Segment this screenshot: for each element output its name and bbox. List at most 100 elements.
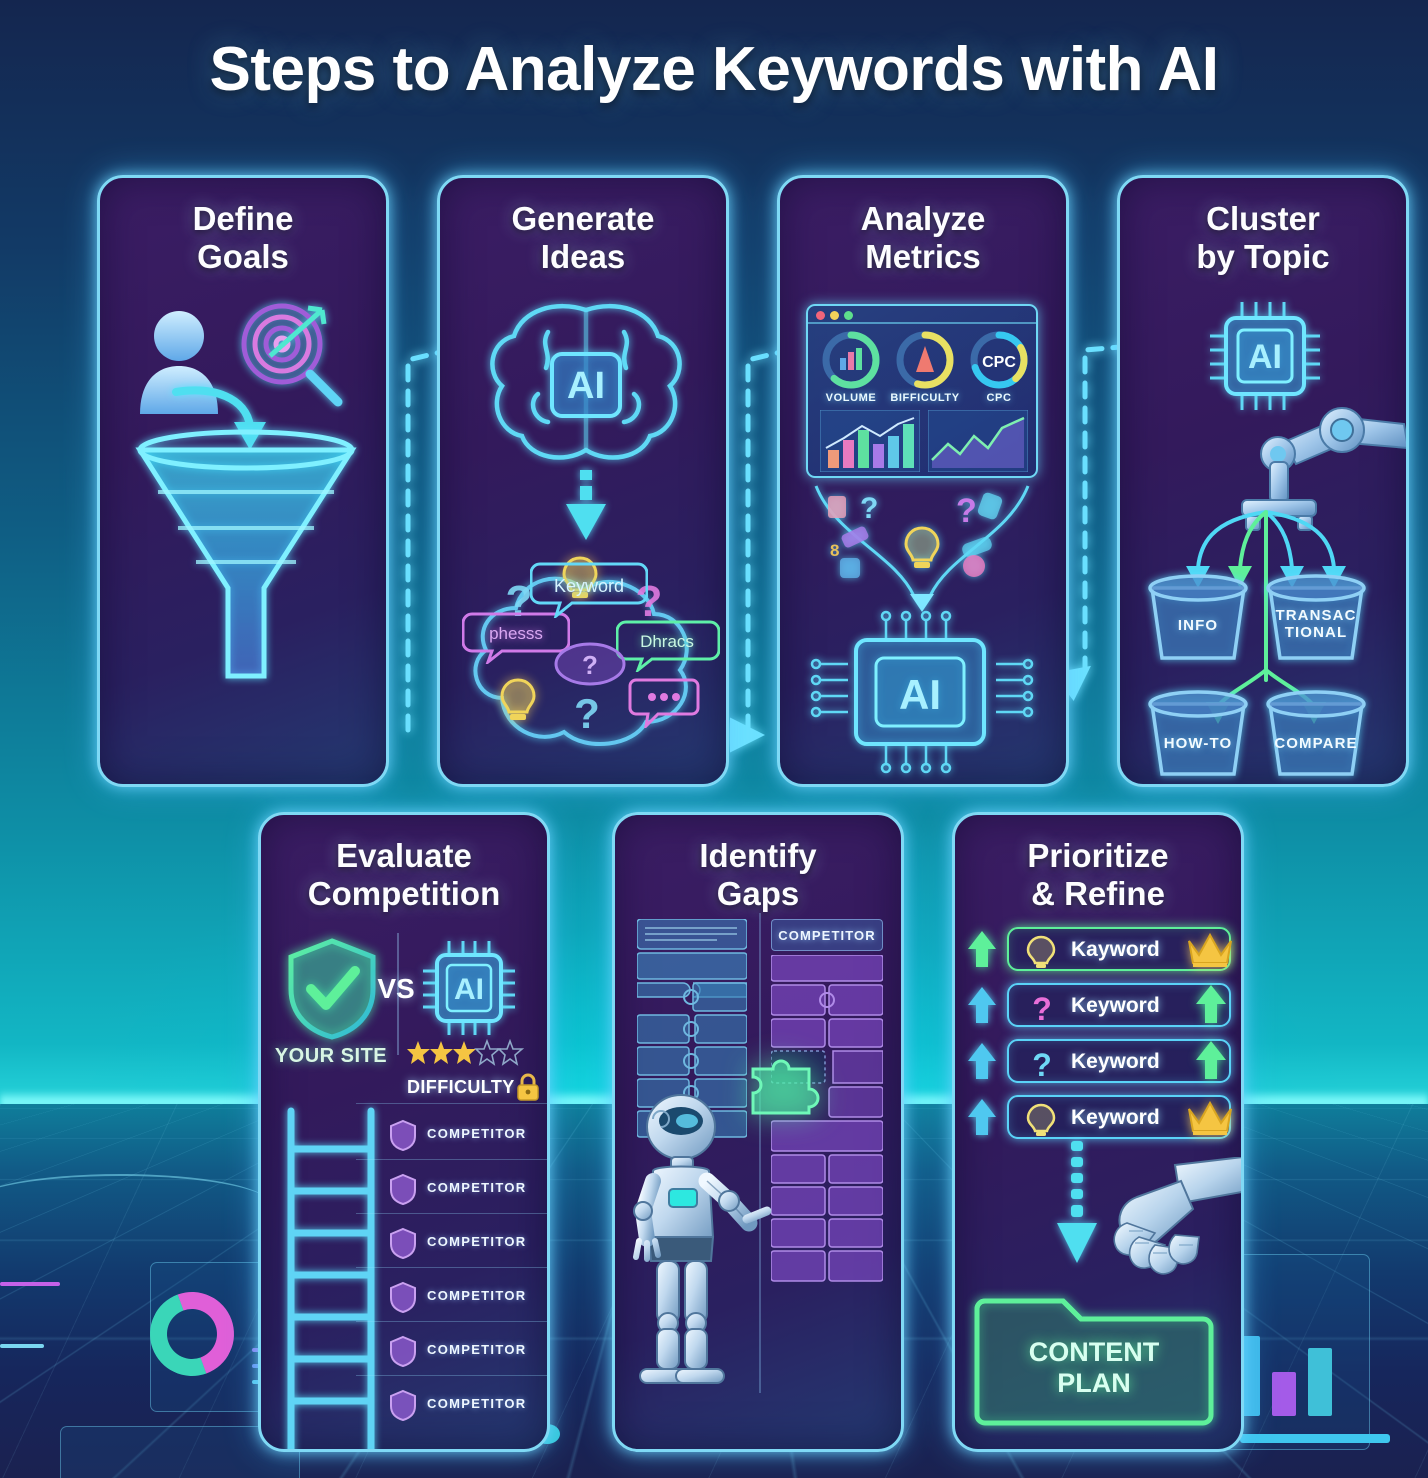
row-separator [356, 1321, 547, 1322]
competitor-label: COMPETITOR [427, 1342, 527, 1357]
shield-check-icon [288, 938, 376, 1040]
question-mark-icon: ? [506, 577, 533, 624]
bucket-label-transactional: TRANSAC TIONAL [1275, 607, 1357, 641]
svg-text:AI: AI [899, 671, 941, 718]
idea-bubble [530, 562, 648, 618]
competitor-label: COMPETITOR [427, 1396, 527, 1411]
decor-line [0, 1282, 60, 1286]
competitor-row[interactable]: COMPETITOR [389, 1275, 547, 1319]
competitor-label: COMPETITOR [427, 1288, 527, 1303]
keyword-row[interactable]: ? Keyword [1007, 983, 1231, 1027]
card-generate-ideas[interactable]: Generate Ideas AI ? ? [437, 175, 729, 787]
row-separator [356, 1267, 547, 1268]
card-title: Cluster by Topic [1196, 200, 1330, 276]
svg-text:?: ? [860, 492, 878, 525]
competitor-content-grid [771, 955, 883, 1282]
row-separator [356, 1103, 547, 1104]
keyword-label: Keyword [1071, 994, 1160, 1017]
vertical-divider [759, 913, 761, 1393]
up-arrow-icon [968, 1099, 996, 1135]
competitor-row[interactable]: COMPETITOR [389, 1383, 547, 1427]
card-define-goals[interactable]: Define Goals [97, 175, 389, 787]
card-identify-gaps[interactable]: Identify Gaps COMPETITOR [612, 812, 904, 1452]
keyword-label: Keyword [1071, 1050, 1160, 1073]
window-dot [844, 311, 853, 320]
card-title: Analyze Metrics [860, 200, 986, 276]
idea-bubble [616, 620, 720, 672]
lightbulb-icon [1026, 1103, 1056, 1136]
crown-icon [1188, 932, 1232, 967]
up-arrow-icon [968, 931, 996, 967]
row-separator [356, 1159, 547, 1160]
svg-text:?: ? [582, 650, 598, 680]
card-cluster-by-topic[interactable]: Cluster by Topic AI [1117, 175, 1409, 787]
decor-line [0, 1344, 44, 1348]
competitor-label: COMPETITOR [427, 1180, 527, 1195]
folder-label: CONTENT PLAN [1028, 1337, 1160, 1398]
card-title: Evaluate Competition [307, 837, 501, 913]
decor-curve [0, 1174, 270, 1234]
card-analyze-metrics[interactable]: Analyze Metrics CP [777, 175, 1069, 787]
up-arrow-icon [1196, 985, 1226, 1023]
competitor-row[interactable]: COMPETITOR [389, 1221, 547, 1265]
brain-icon: AI [490, 304, 682, 460]
competitor-header-label: COMPETITOR [778, 928, 876, 943]
idea-bubble-label: Keyword [553, 576, 625, 596]
bucket-info-icon [1148, 574, 1248, 660]
folder-icon[interactable] [969, 1273, 1219, 1429]
competitor-row[interactable]: COMPETITOR [389, 1113, 547, 1157]
question-mark-icon: ? [574, 690, 600, 736]
card-title: Identify Gaps [699, 837, 817, 913]
gauge-cpc: CPC [970, 331, 1028, 389]
bucket-howto-icon [1148, 690, 1248, 776]
idea-bubble: ? [554, 642, 626, 686]
competitor-row[interactable]: COMPETITOR [389, 1329, 547, 1373]
lock-icon [517, 1073, 539, 1101]
shield-icon [390, 1173, 416, 1205]
svg-text:AI: AI [454, 973, 484, 1006]
idea-bubble [462, 612, 570, 664]
lightbulb-icon [500, 678, 536, 720]
svg-text:?: ? [1032, 991, 1052, 1025]
crown-icon [1188, 1100, 1232, 1135]
keyword-label: Kayword [1071, 938, 1160, 961]
your-site-label: YOUR SITE [274, 1045, 388, 1067]
target-magnifier-icon [241, 303, 343, 407]
ladder-icon [287, 1107, 375, 1449]
shield-icon [390, 1335, 416, 1367]
vertical-divider [397, 933, 399, 1055]
gauge-difficulty [896, 331, 954, 389]
svg-text:AI: AI [567, 365, 605, 407]
star-rating [407, 1039, 525, 1066]
chat-dots-icon [628, 678, 700, 728]
ai-chip-icon: AI [423, 941, 515, 1035]
up-arrow-icon [1196, 1041, 1226, 1079]
idea-bubble-label: Dhracs [640, 632, 694, 651]
down-arrow-icon [1057, 1141, 1097, 1263]
svg-text:AI: AI [1248, 338, 1282, 376]
competitor-row[interactable]: COMPETITOR [389, 1167, 547, 1211]
svg-text:?: ? [506, 577, 533, 624]
ai-chip-icon: AI [1210, 302, 1320, 410]
decor-line [1240, 1434, 1390, 1443]
puzzle-piece-icon[interactable] [743, 1049, 823, 1121]
funnel-icon [135, 429, 357, 679]
card-prioritize-refine[interactable]: Prioritize & Refine Kayword ? Keyword [952, 812, 1244, 1452]
row-separator [356, 1375, 547, 1376]
area-chart-icon [928, 410, 1028, 472]
svg-text:CPC: CPC [982, 354, 1016, 371]
keyword-label: Keyword [1071, 1106, 1160, 1129]
svg-text:8: 8 [830, 541, 839, 560]
shield-icon [390, 1281, 416, 1313]
window-dot [816, 311, 825, 320]
metrics-dashboard[interactable]: CPC VOLUME BIFFICULTY CPC [806, 304, 1038, 478]
bucket-compare-icon [1266, 690, 1366, 776]
shield-icon [390, 1389, 416, 1421]
bucket-label-info: INFO [1177, 617, 1219, 634]
keyword-row[interactable]: ? Keyword [1007, 1039, 1231, 1083]
card-evaluate-competition[interactable]: Evaluate Competition VS AI YOUR SITE [258, 812, 550, 1452]
vs-label: VS [377, 973, 415, 1004]
gauge-label-difficulty: BIFFICULTY [890, 392, 960, 404]
robot-hand-icon [1113, 1157, 1241, 1275]
page-title: Steps to Analyze Keywords with AI [209, 35, 1219, 104]
